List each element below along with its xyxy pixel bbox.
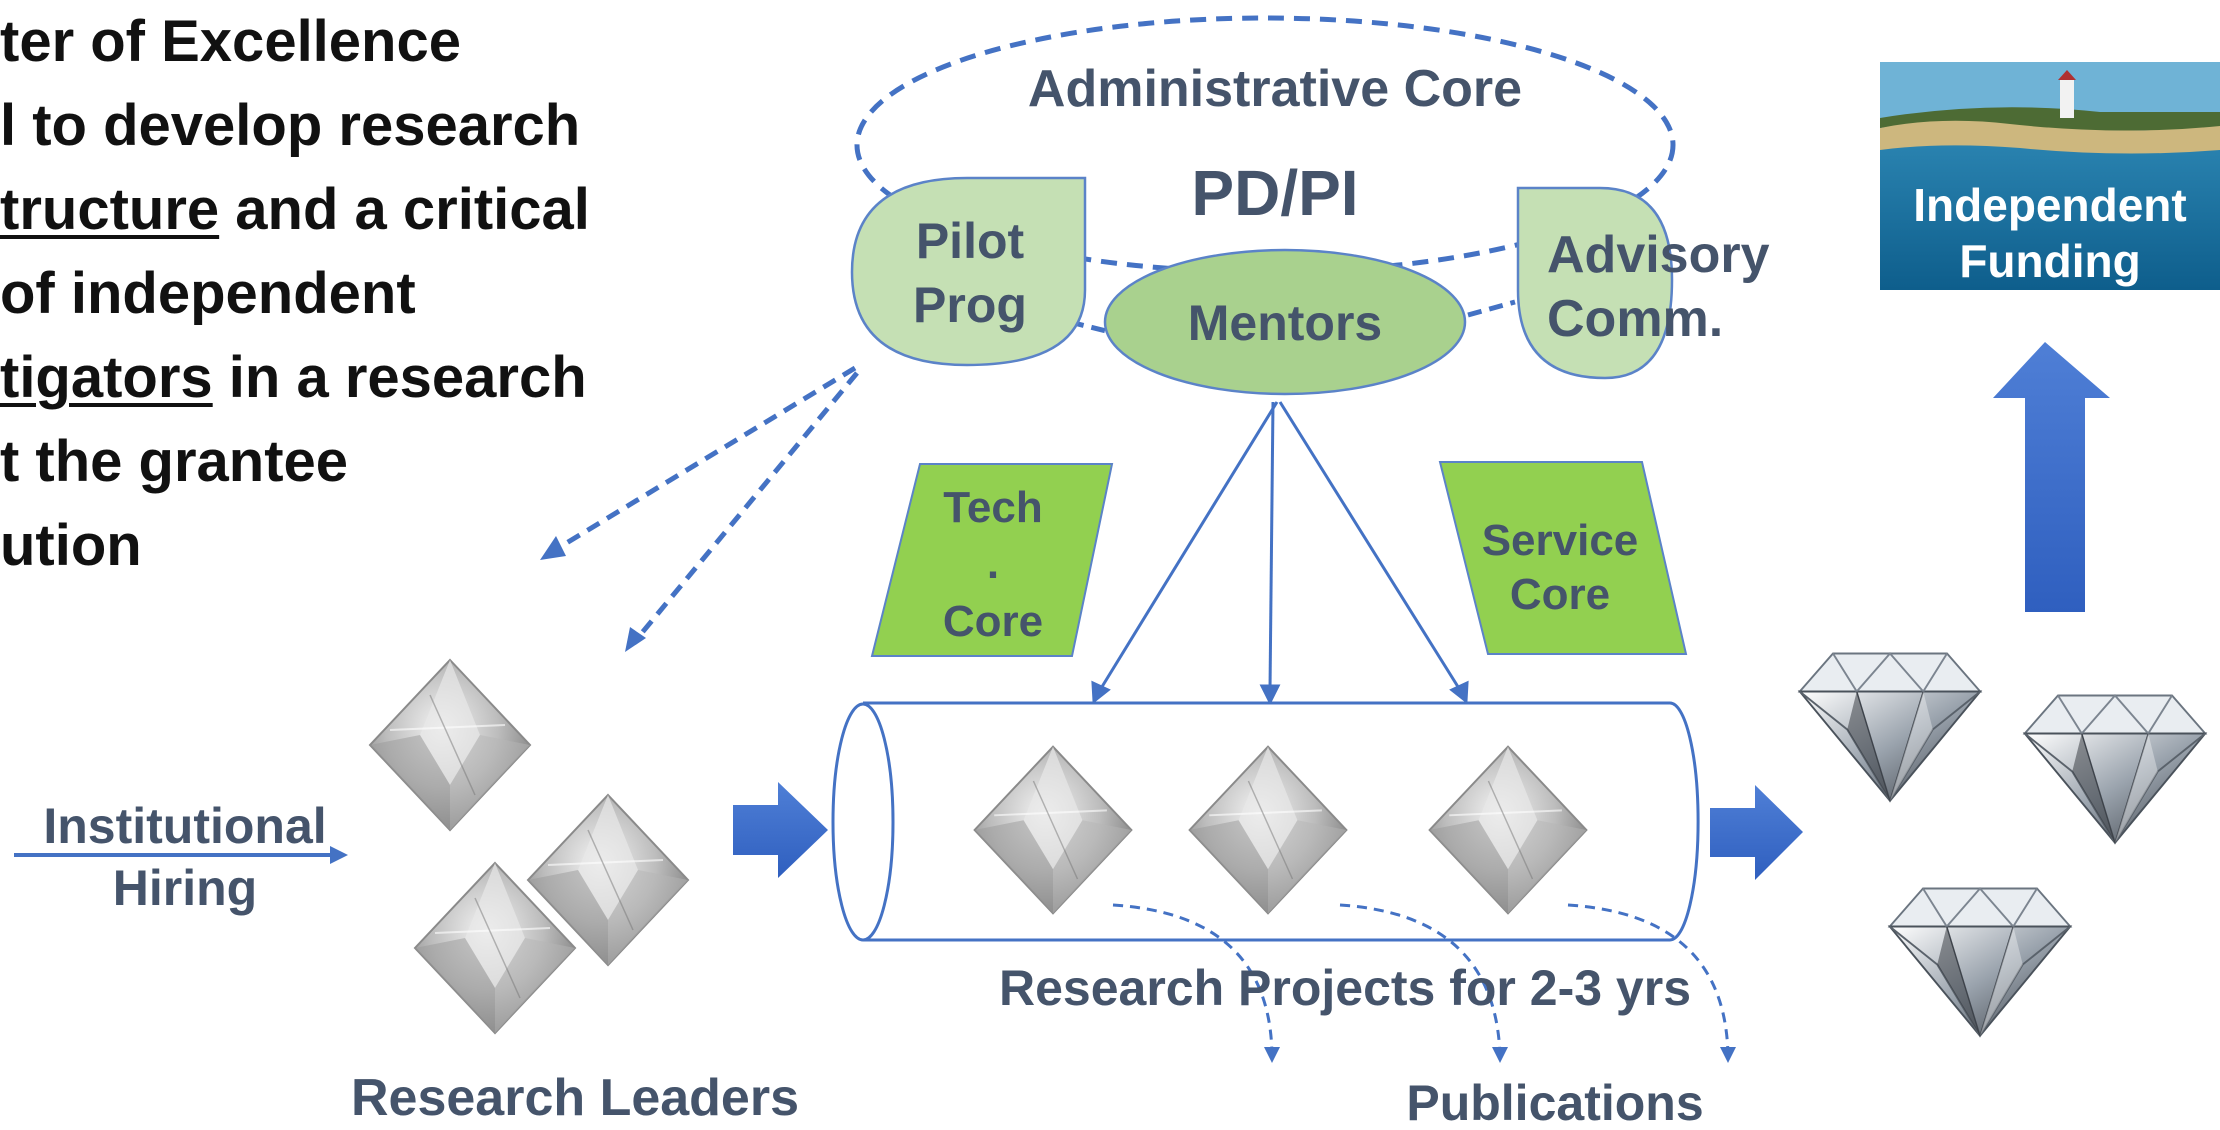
pub-arrowhead-1	[1264, 1047, 1280, 1063]
cut-diamond-2	[2023, 694, 2207, 844]
arrow-to-funding	[1993, 342, 2110, 612]
pub-arrowhead-3	[1720, 1047, 1736, 1063]
independent-funding-line-1: Independent	[1913, 179, 2187, 231]
title-line-1: ter of Excellence	[0, 0, 590, 84]
title-line-5: tigators in a research	[0, 336, 590, 420]
mentors-ellipse	[1103, 248, 1467, 396]
pilot-prog-label-2: Prog	[913, 277, 1027, 333]
publication-curves	[1112, 903, 1730, 1056]
advisory-shape	[1516, 186, 1674, 380]
service-core-shape	[1438, 461, 1688, 655]
research-leaders-label: Research Leaders	[351, 1069, 799, 1127]
research-projects-label: Research Projects for 2-3 yrs	[999, 960, 1691, 1016]
tech-core-label-2: .	[987, 539, 999, 588]
title-line-4-text: of independent	[0, 261, 416, 326]
independent-funding-line-2: Funding	[1959, 235, 2141, 287]
institutional-hiring-label-1: Institutional	[43, 798, 326, 854]
admin-core-label: Administrative Core	[1028, 60, 1522, 118]
cut-diamond-3	[1888, 887, 2072, 1037]
tech-core-label-3: Core	[943, 597, 1043, 646]
mentor-arrows	[1091, 401, 1469, 706]
pub-arrowhead-2	[1492, 1047, 1508, 1063]
title-line-6: t the grantee	[0, 420, 590, 504]
title-line-5-text: in a research	[212, 345, 587, 410]
pilot-dashed-arrows	[553, 365, 859, 642]
title-underlined-investigators: tigators	[0, 345, 213, 410]
mentors-label: Mentors	[1188, 295, 1382, 351]
hiring-arrowhead	[330, 846, 348, 864]
pilot-prog-shape	[850, 176, 1087, 367]
publications-label: Publications	[1406, 1075, 1703, 1130]
cut-diamond-1	[1798, 652, 1982, 802]
title-underlined-infrastructure: tructure	[0, 177, 220, 242]
title-line-2-text: l to develop research	[0, 93, 581, 158]
title-line-7: ution	[0, 504, 590, 588]
tech-core-shape	[870, 463, 1114, 657]
advisory-label-2: Comm.	[1547, 290, 1723, 348]
center-of-excellence-title: ter of Excellence l to develop research …	[0, 0, 590, 588]
pipeline-cylinder-end	[831, 702, 895, 942]
service-core-label-1: Service	[1482, 516, 1639, 565]
pilot-arrowhead-2	[625, 627, 646, 652]
title-line-2: l to develop research	[0, 84, 590, 168]
arrow-out-of-pipeline	[1710, 785, 1803, 880]
title-line-4: of independent	[0, 252, 590, 336]
title-line-1-text: ter of Excellence	[0, 9, 461, 74]
independent-funding-label: Independent Funding	[1880, 177, 2220, 289]
title-line-7-text: ution	[0, 513, 142, 578]
funding-image	[1880, 62, 2220, 290]
institutional-hiring-label-2: Hiring	[113, 860, 257, 916]
service-core-label-2: Core	[1510, 570, 1610, 619]
arrow-into-pipeline	[733, 782, 828, 878]
rough-gem-1	[369, 659, 531, 831]
connector-mentors-advisory	[1467, 299, 1516, 318]
pdpi-label: PD/PI	[1191, 157, 1358, 229]
title-line-6-text: t the grantee	[0, 429, 349, 494]
tech-core-label-1: Tech	[943, 483, 1042, 532]
pilot-prog-label-1: Pilot	[916, 213, 1025, 269]
title-line-3-text: and a critical	[219, 177, 590, 242]
independent-funding-box: Independent Funding	[1880, 62, 2220, 290]
pilot-arrowhead-1	[540, 536, 566, 560]
advisory-label-1: Advisory	[1547, 226, 1770, 284]
title-line-3: tructure and a critical	[0, 168, 590, 252]
